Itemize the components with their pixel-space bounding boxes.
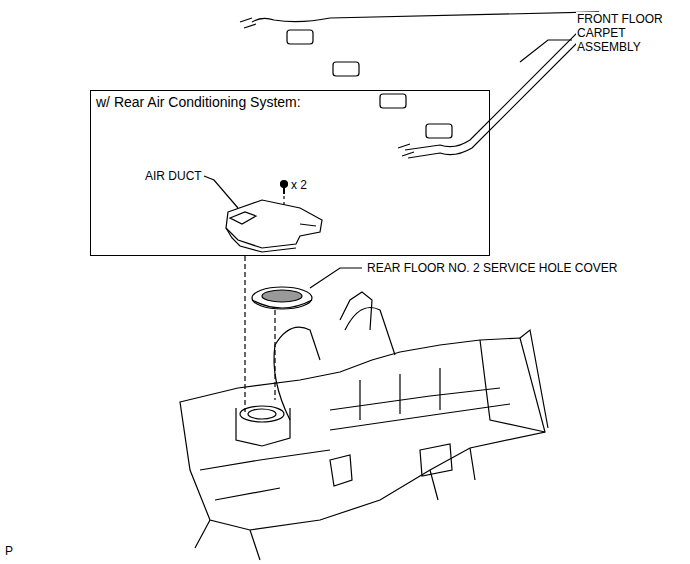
carpet-hole: [287, 30, 313, 44]
carpet-outline: [252, 12, 598, 150]
air-duct-shape: [226, 200, 322, 248]
service-hole-cover: [252, 300, 312, 308]
air-duct-shape: [230, 212, 256, 224]
leader-line: [310, 268, 362, 288]
carpet-hole: [333, 62, 359, 76]
dashed-line: [244, 256, 245, 412]
part-name: REAR FLOOR NO. 2 SERVICE HOLE COVER: [366, 261, 619, 275]
part-name: AIR DUCT: [144, 169, 203, 183]
air-duct-shape: [300, 224, 316, 226]
screw-symbol: [283, 187, 285, 194]
leader-line: [204, 176, 238, 208]
figure-code: P: [4, 544, 14, 558]
floor-rib: [360, 368, 440, 420]
floor-rib: [330, 388, 510, 430]
break-mark: [240, 18, 256, 28]
carpet-hole: [426, 124, 452, 138]
leader-line: [520, 40, 572, 62]
seat-mount: [340, 292, 372, 330]
service-hole-cover: [252, 287, 312, 309]
screw-symbol: [281, 181, 288, 188]
carpet-edge: [408, 12, 600, 158]
floor-panel: [274, 327, 320, 420]
service-hole: [240, 406, 284, 422]
bracket: [330, 444, 452, 486]
floor-panel: [195, 520, 260, 560]
part-name: FRONT FLOOR CARPET ASSEMBLY: [576, 12, 686, 54]
floor-panel: [480, 330, 548, 432]
floor-panel: [236, 408, 290, 446]
frame-heading: w/ Rear Air Conditioning System:: [91, 91, 306, 113]
service-hole: [248, 409, 276, 419]
carpet-hole: [380, 94, 406, 108]
break-mark: [398, 144, 414, 156]
service-hole-cover: [262, 290, 302, 302]
floor-panel: [345, 308, 395, 356]
quantity-label: x 2: [290, 178, 308, 192]
floor-rib: [430, 448, 475, 500]
floor-panel: [180, 338, 545, 530]
floor-rib: [200, 450, 330, 500]
air-duct-shape: [226, 228, 296, 252]
